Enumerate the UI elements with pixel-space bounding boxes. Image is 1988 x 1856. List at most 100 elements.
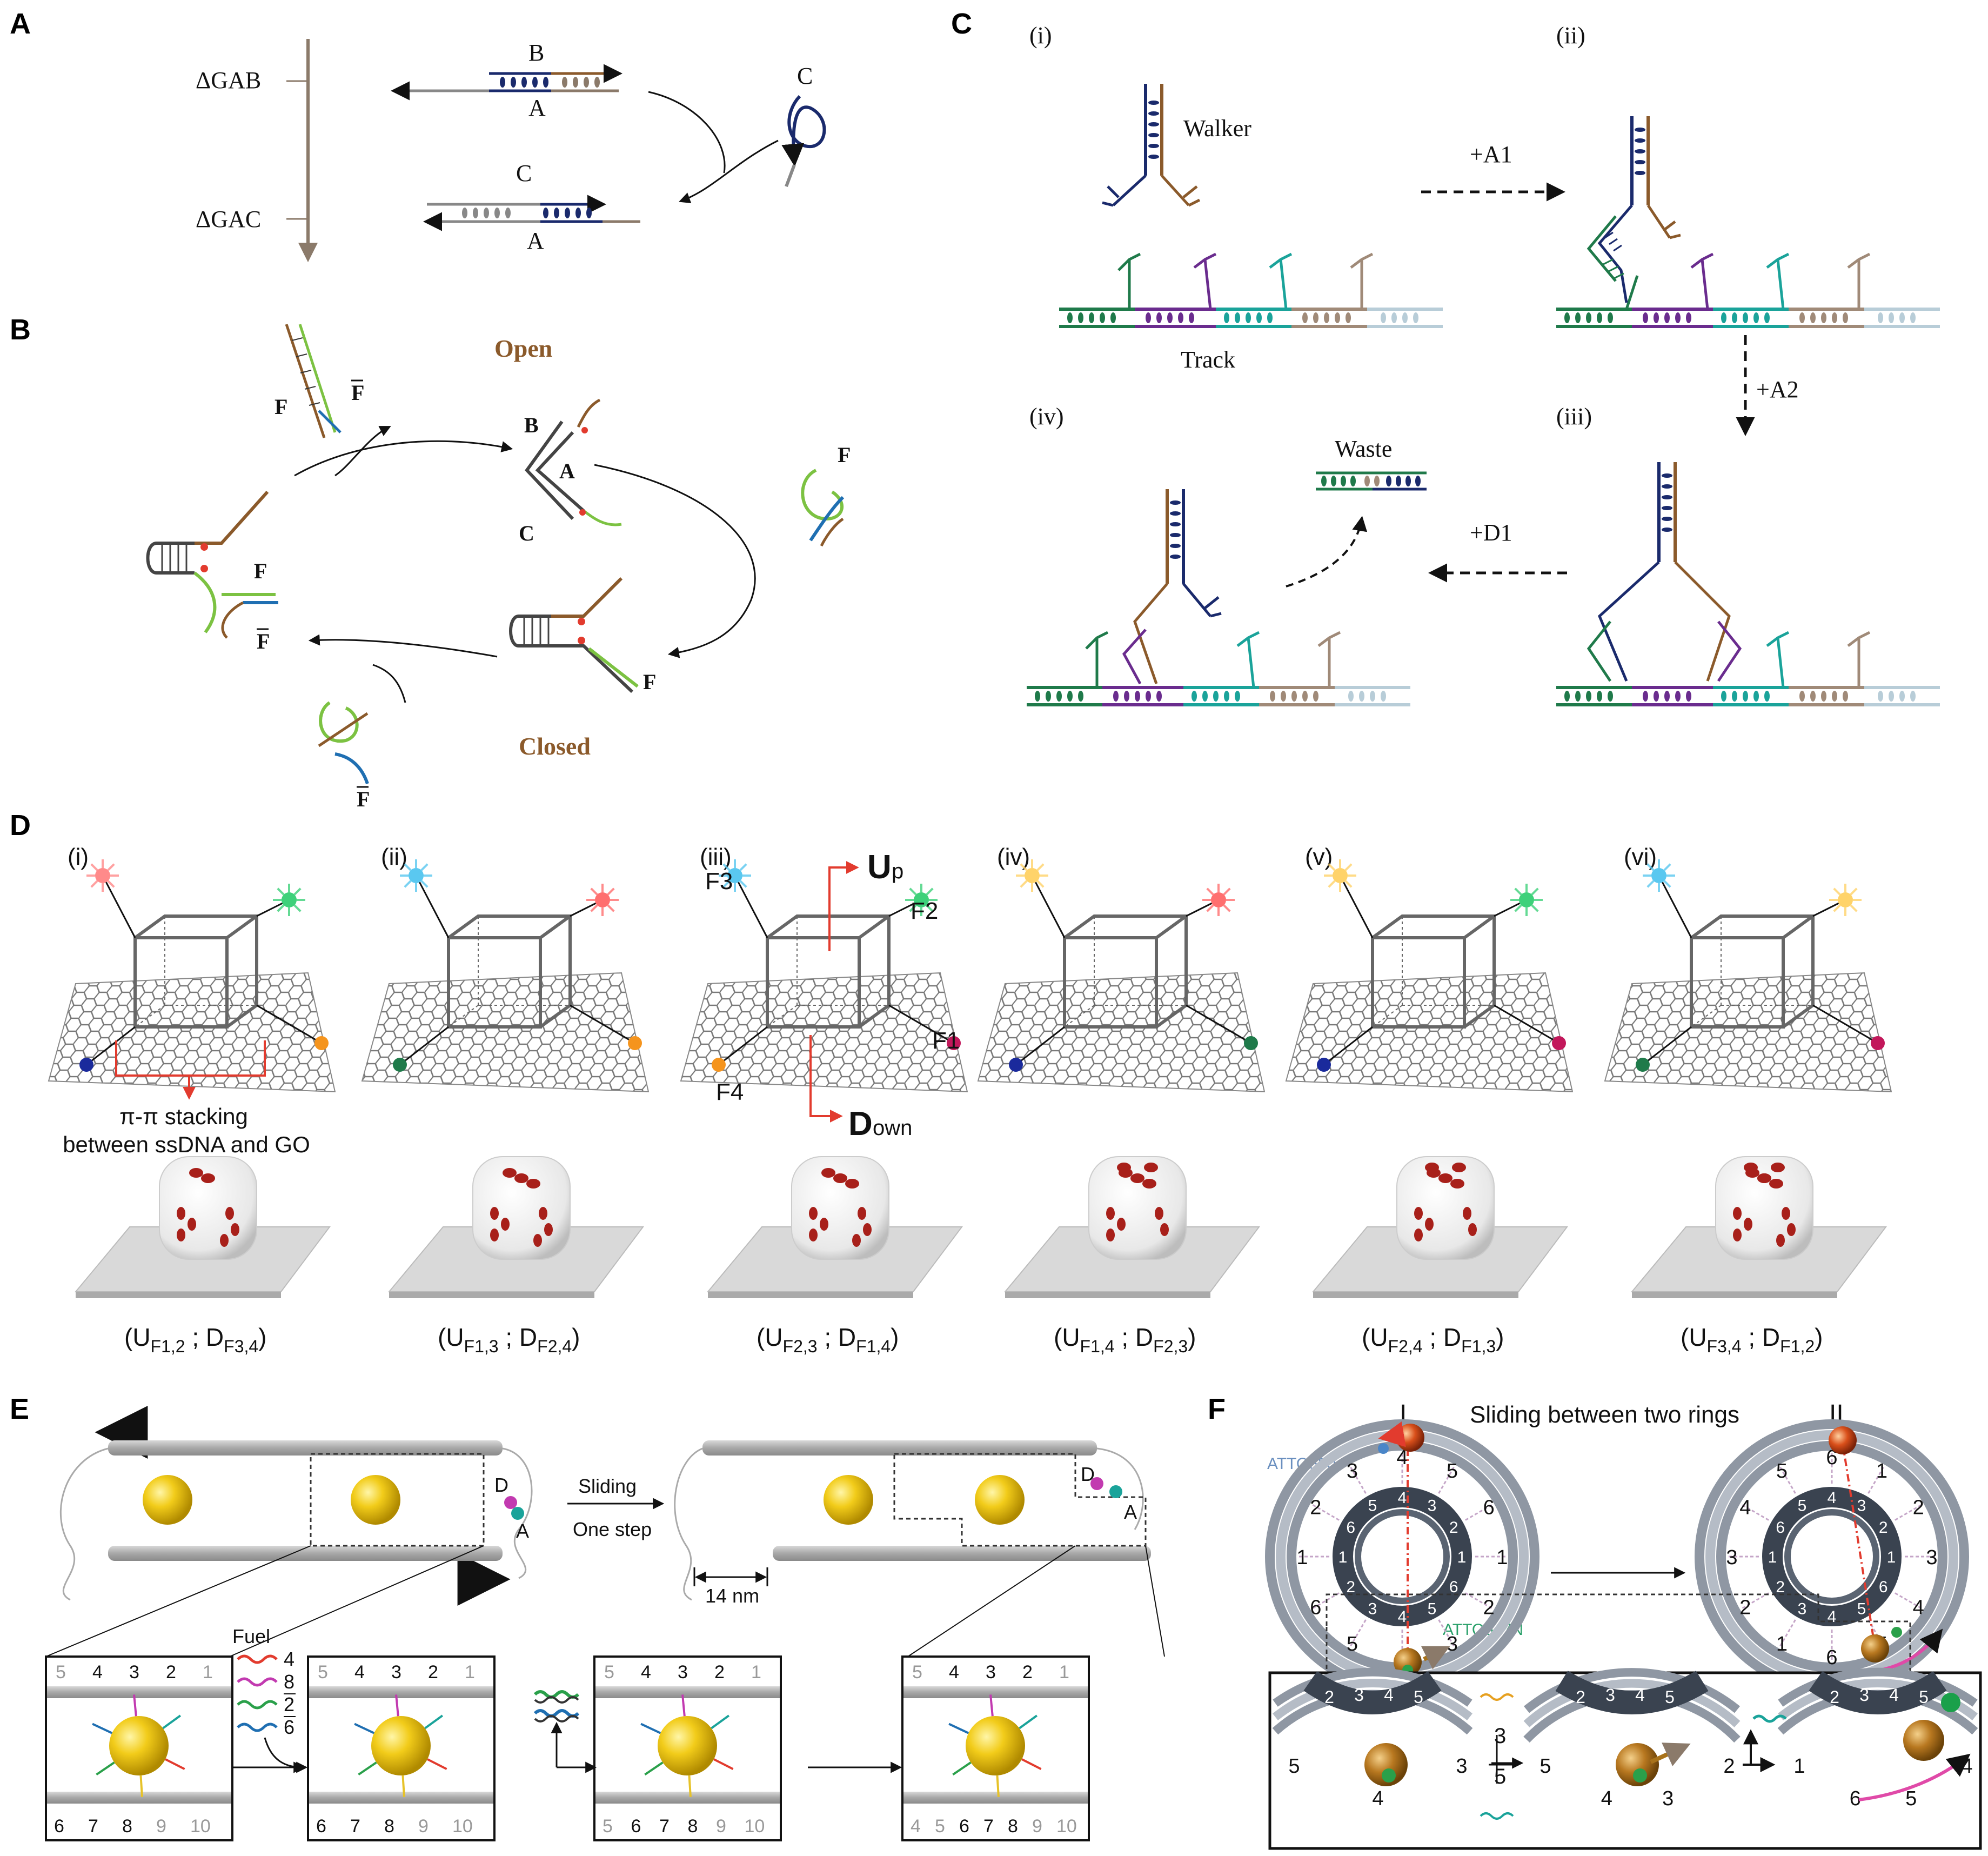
dna-spoke [1465, 1592, 1494, 1610]
outer-site-number: 1 [1496, 1546, 1508, 1569]
linker-strand [888, 1004, 954, 1044]
dna-spoke [1778, 1619, 1796, 1648]
dna-strand [358, 1761, 377, 1776]
fluorophore-ray [722, 880, 731, 888]
quencher-dot [1009, 1058, 1023, 1072]
quencher-dot [1244, 1036, 1258, 1050]
state-cell: (iii)(UF2,3 ; DF1,4) [680, 844, 968, 1356]
step-number: (vi) [1624, 844, 1657, 870]
svg-text:F: F [275, 395, 287, 419]
dna-strand [688, 1775, 692, 1797]
zoom-site-number: 4 [1635, 1685, 1645, 1705]
linker-strand [86, 1026, 136, 1066]
rail [47, 1792, 231, 1804]
site-number: 8 [688, 1816, 698, 1837]
fluorophore-icon [595, 892, 610, 907]
released-duplex-top: F F [275, 324, 364, 438]
svg-text:C: C [519, 521, 534, 545]
step-iv: (iv) [1029, 403, 1064, 430]
fluorophore-ray [107, 863, 115, 871]
zoom-site-number: 4 [1601, 1787, 1612, 1810]
fluorophore-ray [1514, 887, 1522, 896]
site-number: 8 [122, 1816, 132, 1837]
dna-origami-ring: 354453621126354453621126 [1265, 1419, 1539, 1694]
bottom-rail-left [108, 1546, 503, 1561]
dna-strand [96, 1761, 115, 1776]
walker-iii [1587, 462, 1742, 682]
inner-site-number: 4 [1398, 1489, 1407, 1507]
site-number: 10 [190, 1816, 211, 1837]
gold-nanoparticle [143, 1475, 192, 1525]
site-number: 10 [452, 1816, 473, 1837]
rotor-particle [1364, 1743, 1408, 1786]
state-up-set: F2,3 [783, 1337, 818, 1356]
site-number: 4 [949, 1662, 959, 1683]
dna-cube [766, 936, 861, 1029]
svg-text:2: 2 [284, 1693, 294, 1715]
site-number: 6 [631, 1816, 641, 1837]
quencher-dot [1317, 1058, 1331, 1072]
zoom-site-number: 2 [1723, 1755, 1735, 1778]
dna-strand [354, 1723, 375, 1734]
platform-edge [708, 1292, 913, 1298]
svg-text:own: own [873, 1116, 912, 1140]
state-open-paren: (U [124, 1323, 151, 1351]
linker-strand [1015, 1026, 1065, 1066]
panel-f: F Sliding between two rings I II ATTO550… [1208, 1393, 1982, 1850]
inner-ring-edge [1355, 1509, 1450, 1604]
dice-pip [820, 1218, 828, 1231]
dna-spoke [1895, 1503, 1924, 1521]
cube-hidden-edge [767, 1005, 798, 1027]
dice-pip [526, 1179, 540, 1189]
step-iii: (iii) [1556, 403, 1592, 430]
fluorophore-ray [1850, 904, 1858, 912]
svg-text:A: A [1124, 1501, 1137, 1523]
panel-b-letter: B [10, 313, 31, 346]
linker-strand [1494, 1004, 1559, 1044]
site-number: 10 [1056, 1816, 1077, 1837]
walker-label: Walker [1183, 115, 1251, 142]
outer-ring-arc [1523, 1668, 1741, 1713]
inner-site-number: 2 [1449, 1519, 1458, 1537]
fuel-3-label: 3 [1494, 1724, 1506, 1748]
waste-label: Waste [1335, 436, 1392, 462]
panel-f-letter: F [1208, 1393, 1226, 1425]
outer-ring-arc [1273, 1667, 1472, 1707]
gold-nanoparticle [109, 1716, 169, 1775]
dice-pip [1744, 1218, 1752, 1231]
fluorophore-dot [1633, 1768, 1647, 1782]
svg-text:4: 4 [284, 1648, 294, 1670]
outer-site-number: 6 [1826, 1646, 1837, 1669]
state-close-paren: ) [572, 1323, 580, 1351]
fuel-strand [1480, 1812, 1514, 1820]
dice-pip [1452, 1163, 1466, 1172]
strand-c [781, 95, 826, 167]
fluorophore-ray [926, 904, 934, 912]
track-ii [1556, 252, 1940, 328]
fluorophore-icon [1651, 868, 1666, 883]
fluorophore-ray [1206, 904, 1214, 912]
zoom-site-number: 3 [1605, 1685, 1615, 1705]
step-number: (ii) [381, 844, 407, 870]
fluorophore-ray [1833, 904, 1841, 912]
dice-pip [188, 1218, 196, 1231]
state-down-set: F2,4 [537, 1337, 572, 1356]
outer-ring-arc [1273, 1679, 1472, 1720]
stacking-line2: between ssDNA and GO [63, 1132, 310, 1157]
fluorophore-ray [90, 863, 98, 871]
zoom-site-number: 4 [1889, 1685, 1899, 1705]
svg-text:p: p [892, 859, 903, 883]
site-number: 7 [659, 1816, 670, 1837]
state-down-set: F1,4 [856, 1337, 891, 1356]
left-complex-structure: F F [146, 490, 278, 653]
site-number: 5 [912, 1662, 922, 1683]
inner-site-number: 3 [1857, 1497, 1866, 1515]
site-number: 3 [391, 1662, 401, 1683]
dna-strand [395, 1694, 399, 1717]
rail [595, 1792, 780, 1804]
down-label: D [848, 1105, 873, 1143]
fluorophore-ray [1646, 880, 1655, 888]
walker-iv [1122, 489, 1222, 685]
